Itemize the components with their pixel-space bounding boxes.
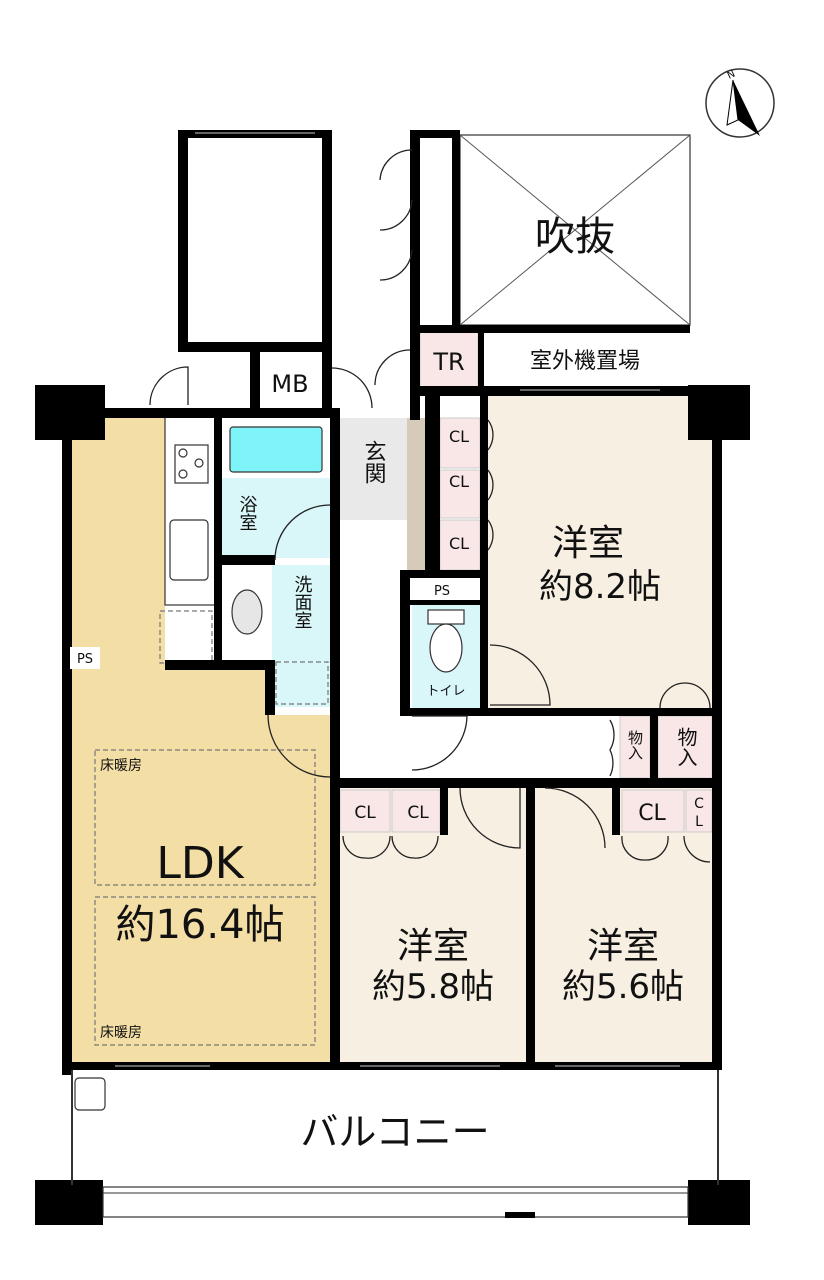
toilet-label: トイレ <box>426 684 465 699</box>
washer-space <box>275 661 329 705</box>
closet <box>339 789 391 833</box>
sink <box>169 519 209 581</box>
washroom-floor <box>272 565 330 707</box>
western-3-name: 洋室 <box>587 926 659 967</box>
atrium-label: 吹抜 <box>535 214 615 260</box>
floor-heating-area <box>94 749 316 886</box>
closet-label-vertical: L <box>695 814 703 830</box>
closet-label-vertical: C <box>694 796 704 812</box>
washbasin <box>231 589 263 635</box>
closet-label: CL <box>638 801 666 826</box>
closet-label: CL <box>449 534 469 553</box>
balcony-drain <box>74 1077 106 1111</box>
closet <box>439 417 481 469</box>
toilet-bowl <box>427 609 465 625</box>
bath-label: 浴室 <box>237 495 258 531</box>
entrance-step <box>407 418 425 570</box>
mb-label: MB <box>271 370 308 398</box>
washroom-label: 洗面室 <box>292 575 313 629</box>
doors <box>149 149 711 863</box>
ps-ldk-label: PS <box>77 652 93 667</box>
closet <box>439 519 481 571</box>
entrance-floor <box>340 418 407 520</box>
ldk-floor <box>72 415 333 1065</box>
tr-label: TR <box>432 348 464 376</box>
storage-label-small: 物入 <box>626 730 644 760</box>
ldk-name: LDK <box>156 838 244 889</box>
compass-label: N <box>726 69 737 82</box>
north-compass-icon: N <box>705 68 775 138</box>
western-2-size: 約5.8帖 <box>372 967 494 1007</box>
closet-label: CL <box>449 472 469 491</box>
balcony-railing <box>102 1186 689 1218</box>
closet-label: CL <box>354 803 376 823</box>
western-3-size: 約5.6帖 <box>562 967 684 1007</box>
closet-label: CL <box>449 427 469 446</box>
ps-toilet-label: PS <box>434 584 450 599</box>
closet <box>391 789 441 833</box>
floor-heating-label: 床暖房 <box>100 1025 142 1041</box>
balcony-label: バルコニー <box>300 1110 489 1154</box>
ldk-size: 約16.4帖 <box>115 902 284 948</box>
fridge-space <box>159 610 213 664</box>
closet <box>685 789 713 833</box>
western-1-size: 約8.2帖 <box>539 567 661 607</box>
outdoor-unit-label: 室外機置場 <box>530 349 640 374</box>
western-1-name: 洋室 <box>552 523 624 564</box>
closet <box>621 789 685 833</box>
storage-label: 物入 <box>674 727 698 767</box>
western-room-1-floor <box>485 395 712 712</box>
floor-heating-label: 床暖房 <box>100 758 142 774</box>
entrance-label: 玄関 <box>361 440 386 484</box>
bathtub <box>229 426 323 473</box>
western-2-name: 洋室 <box>397 926 469 967</box>
closet-label: CL <box>407 803 429 823</box>
bath-floor <box>222 478 330 558</box>
